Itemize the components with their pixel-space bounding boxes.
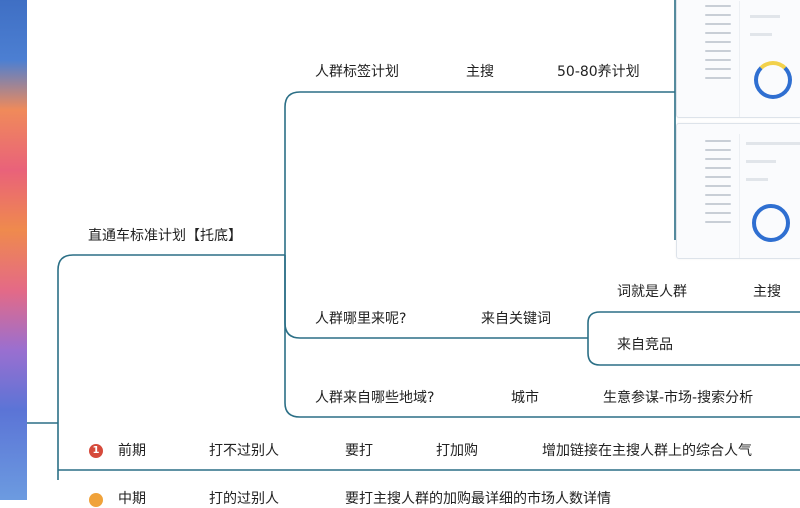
chart-thumbnail-bottom <box>676 123 800 259</box>
branch-1-child: 主搜 <box>466 64 494 80</box>
branch-3-line <box>284 255 800 418</box>
left-gradient-strip <box>0 0 27 500</box>
row-2-phase: 中期 <box>118 491 146 507</box>
branch-3-grandchild: 生意参谋-市场-搜索分析 <box>603 390 754 406</box>
branch-1-line <box>284 91 675 255</box>
branch-3-node: 人群来自哪些地域? <box>315 390 435 406</box>
row-2-b: 要打主搜人群的加购最详细的市场人数详情 <box>345 491 611 507</box>
row-2-a: 打的过别人 <box>209 491 279 507</box>
row-1-b: 要打 <box>345 443 373 459</box>
row-1-c: 打加购 <box>436 443 478 459</box>
chart-thumbnail-top <box>676 0 800 118</box>
sub-2-node: 来自竞品 <box>617 337 673 353</box>
row-1-a: 打不过别人 <box>209 443 279 459</box>
thumb-menu <box>705 5 731 86</box>
branch-2-node: 人群哪里来呢? <box>315 311 407 327</box>
row-1-d: 增加链接在主搜人群上的综合人气 <box>542 443 752 459</box>
number-badge-1: 1 <box>89 444 103 458</box>
branch-1-node: 人群标签计划 <box>315 64 399 80</box>
sub-1-child: 主搜 <box>753 284 781 300</box>
thumb-panel <box>739 1 800 117</box>
number-badge-2 <box>89 493 103 507</box>
branch-1-grandchild: 50-80养计划 <box>557 64 640 80</box>
branch-2-child: 来自关键词 <box>481 311 551 327</box>
sub-1-node: 词就是人群 <box>617 284 687 300</box>
thumb-panel <box>739 134 800 258</box>
root-underline <box>57 254 285 480</box>
row-1-phase: 前期 <box>118 443 146 459</box>
sub-1-line <box>587 311 800 338</box>
donut-chart-icon <box>754 61 792 99</box>
sub-2-line <box>587 338 800 366</box>
donut-chart-icon <box>752 204 790 242</box>
root-node: 直通车标准计划【托底】 <box>88 228 242 244</box>
thumb-menu <box>705 140 731 230</box>
branch-3-child: 城市 <box>511 390 539 406</box>
